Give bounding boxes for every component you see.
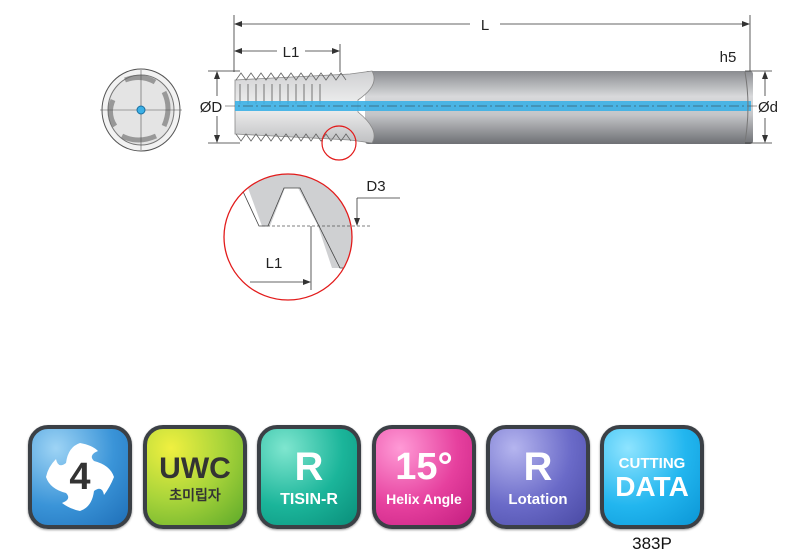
coating-label: R	[294, 445, 324, 489]
coolant-channel	[235, 101, 751, 111]
data-label: DATA	[615, 471, 689, 502]
cutting-data-code: 383P	[632, 534, 672, 553]
grade-sublabel: 초미립자	[169, 487, 221, 503]
coating-icon: R TISIN-R	[257, 425, 361, 529]
dimension-L1: L1	[234, 44, 341, 72]
helix-angle-label: Helix Angle	[386, 491, 462, 507]
dimension-Od: Ød	[745, 70, 778, 144]
label-detail-L1: L1	[266, 255, 283, 272]
label-L1: L1	[283, 44, 300, 61]
tool-drawing: L L1 h5 ØD Ød	[100, 15, 778, 301]
tool-body	[225, 70, 760, 144]
label-D3: D3	[366, 178, 385, 195]
detail-view: L1 D3	[223, 173, 400, 301]
cutting-data-icon[interactable]: CUTTING DATA	[600, 425, 704, 529]
dimension-L: L	[233, 15, 751, 72]
cutting-label: CUTTING	[618, 455, 686, 472]
helix-angle-icon: 15° Helix Angle	[372, 425, 476, 529]
label-L: L	[481, 17, 489, 34]
grade-label: UWC	[159, 452, 231, 485]
helix-angle-value: 15°	[395, 446, 453, 488]
rotation-value: R	[523, 445, 553, 489]
coating-sublabel: TISIN-R	[280, 491, 338, 508]
rotation-icon: R Lotation	[486, 425, 590, 529]
grade-icon: UWC 초미립자	[143, 425, 247, 529]
coolant-hole	[136, 105, 146, 115]
flutes-icon: 4	[28, 425, 132, 529]
label-Od: Ød	[758, 99, 778, 116]
label-OD: ØD	[200, 99, 223, 116]
end-view	[100, 68, 182, 152]
rotation-label: Lotation	[508, 491, 568, 508]
detail-marker-circle	[321, 125, 357, 161]
label-h5: h5	[720, 49, 737, 66]
dimension-OD: ØD	[200, 70, 240, 144]
flute-count: 4	[69, 456, 91, 498]
